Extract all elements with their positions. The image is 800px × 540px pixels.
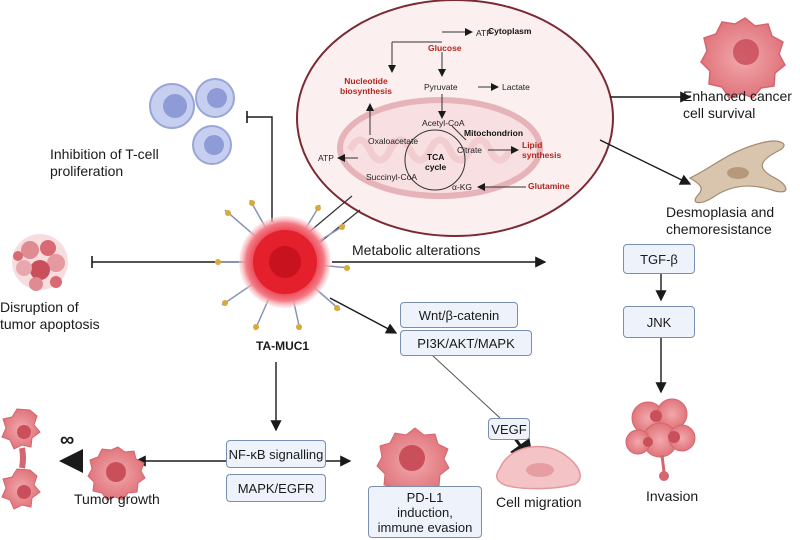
apoptosis-disruption-label: Disruption of tumor apoptosis [0,299,100,332]
ta-muc1-cell [215,199,351,331]
ta-muc1-label: TA-MUC1 [256,339,310,353]
infinity-symbol: ∞ [60,429,75,451]
cell-migration-label: Cell migration [496,494,582,510]
tumor-growth-cell [87,446,146,501]
pyruvate-label: Pyruvate [424,82,458,92]
atp-top-label: ATP [476,28,492,38]
invasion-label: Invasion [646,488,699,504]
glutamine-label: Glutamine [528,181,570,191]
inhibit-tcell-line [247,116,273,222]
fibroblast-cell [688,140,787,204]
mitochondrion-shape [337,97,543,199]
cytoplasm-label: Cytoplasm [488,26,532,36]
t-cell-group [149,78,235,165]
tgf-beta-box: TGF-β [623,244,695,274]
tca-cycle-label: TCA cycle [425,152,447,172]
acetyl-coa-label: Acetyl-CoA [422,118,465,128]
lipid-synthesis-label: Lipid synthesis [522,140,562,160]
metabolic-arrows [337,28,526,191]
nucleotide-biosynthesis-label: Nucleotide biosynthesis [340,76,392,96]
succinyl-coa-label: Succinyl-CoA [366,172,418,182]
akg-label: α-KG [452,182,473,192]
vegf-box: VEGF [488,418,530,440]
tumor-growth-label: Tumor growth [74,491,160,507]
nfkb-signalling-box: NF-κB signalling [226,440,326,468]
metabolic-alterations-label: Metabolic alterations [352,242,481,258]
desmoplasia-label: Desmoplasia and chemoresistance [666,204,775,237]
tca-cycle-circle [404,129,466,191]
jnk-box: JNK [623,306,695,338]
pi3k-akt-mapk-box: PI3K/AKT/MAPK [400,330,532,356]
oxaloacetate-label: Oxaloacetate [368,136,419,146]
pdl1-cell [376,427,450,497]
invasion-cell-cluster [625,398,696,481]
enhanced-survival-label: Enhanced cancer cell survival [683,88,792,121]
wnt-beta-catenin-box: Wnt/β-catenin [400,302,518,328]
pdl1-immune-evasion-box: PD-L1 induction, immune evasion [368,486,482,538]
dividing-cell [1,408,41,510]
mitochondrion-label: Mitochondrion [464,128,524,138]
citrate-label: Citrate [457,145,483,155]
glucose-label: Glucose [428,43,462,53]
mapk-egfr-box: MAPK/EGFR [226,474,326,502]
migrating-cell [495,445,581,490]
tcell-inhibition-label: Inhibition of T-cell proliferation [50,146,159,179]
lactate-label: Lactate [502,82,530,92]
enhanced-survival-cell [700,17,786,99]
atp-left-label: ATP [318,153,334,163]
apoptotic-cell-cluster [12,234,68,291]
